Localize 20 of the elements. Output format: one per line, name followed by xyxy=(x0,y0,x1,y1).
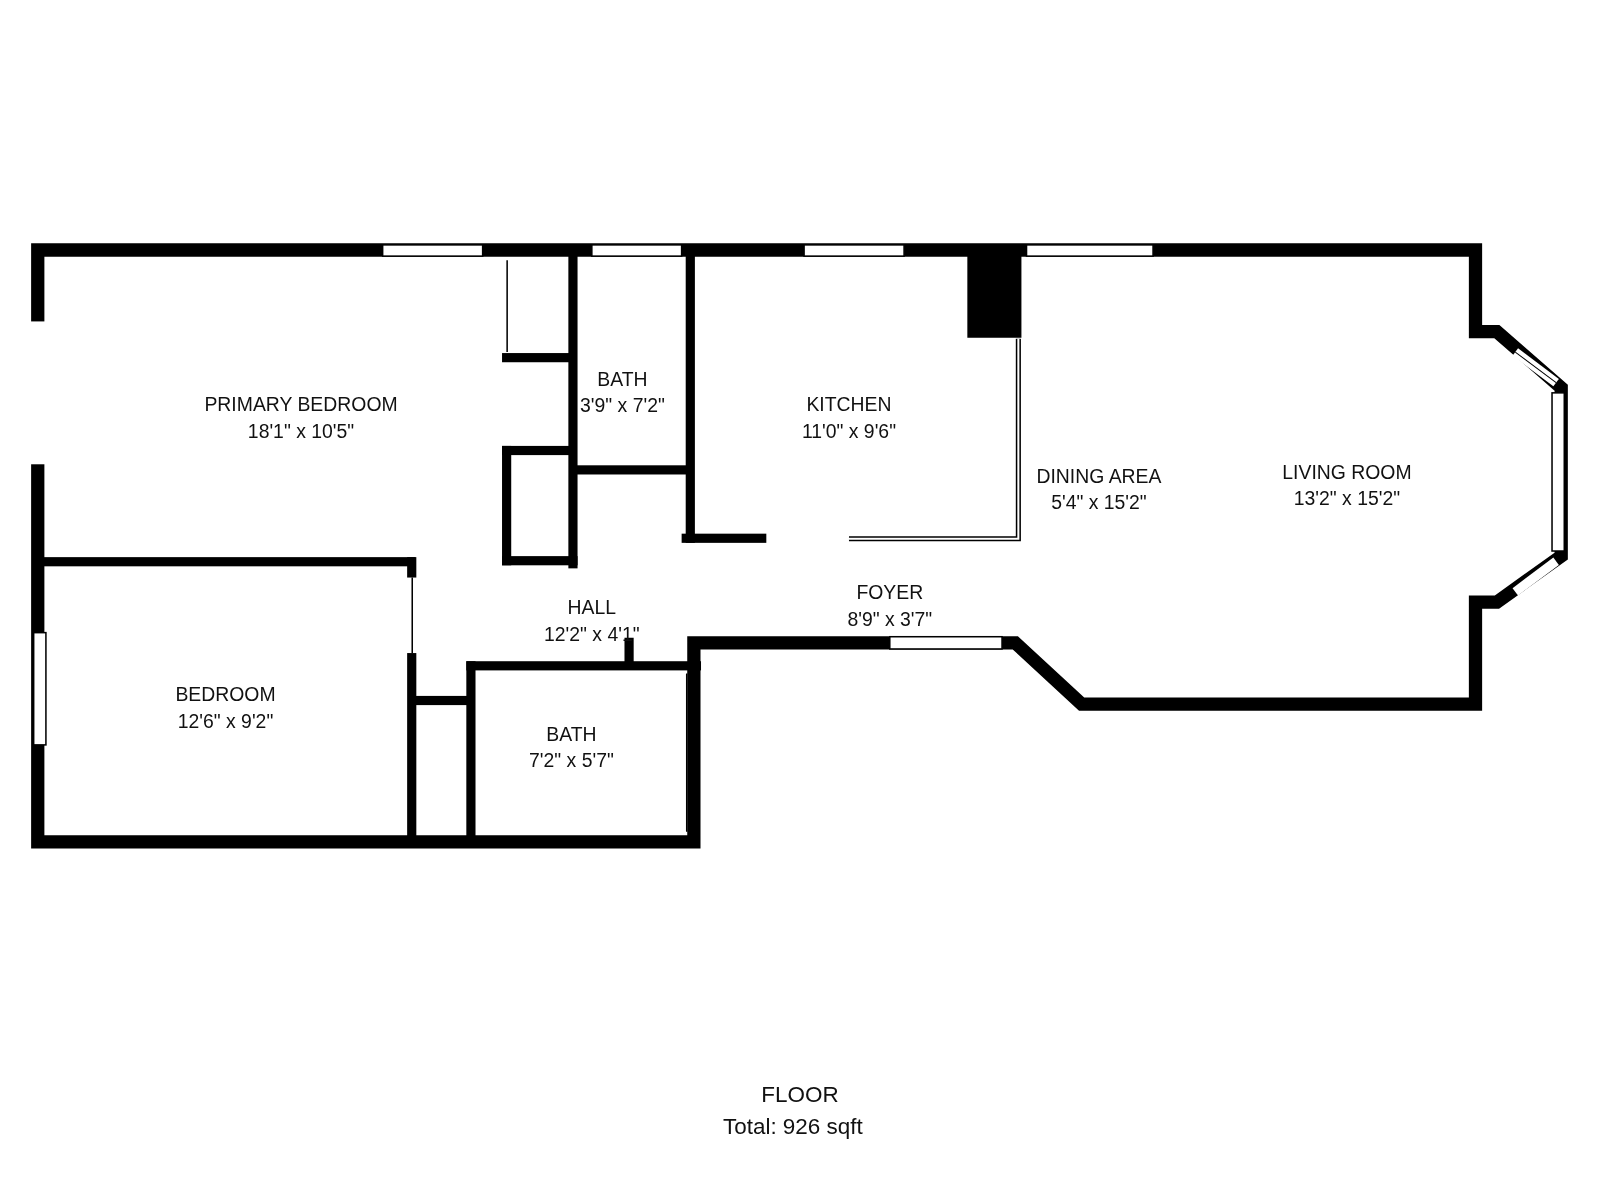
room-dimensions: 5'4" x 15'2" xyxy=(1051,490,1147,516)
room-name: BATH xyxy=(597,367,648,392)
room-name: BEDROOM xyxy=(175,682,276,708)
floor-label: FLOOR xyxy=(761,1081,839,1109)
room-dimensions: 8'9" x 3'7" xyxy=(847,607,933,632)
room-name: KITCHEN xyxy=(806,392,892,418)
room-dimensions: 13'2" x 15'2" xyxy=(1293,486,1401,512)
room-name: LIVING ROOM xyxy=(1282,460,1412,485)
room-dimensions: 12'6" x 9'2" xyxy=(177,709,274,734)
room-dimensions: 12'2" x 4'1" xyxy=(544,622,640,647)
room-name: FOYER xyxy=(856,580,924,606)
total-area-label: Total: 926 sqft xyxy=(722,1113,863,1140)
room-dimensions: 11'0" x 9'6" xyxy=(801,419,896,444)
room-dimensions: 3'9" x 7'2" xyxy=(580,393,665,419)
room-dimensions: 7'2" x 5'7" xyxy=(529,749,614,774)
room-name: PRIMARY BEDROOM xyxy=(204,392,398,418)
room-name: BATH xyxy=(546,722,597,747)
room-dimensions: 18'1" x 10'5" xyxy=(247,419,355,444)
room-name: HALL xyxy=(567,595,617,621)
room-name: DINING AREA xyxy=(1036,464,1162,489)
